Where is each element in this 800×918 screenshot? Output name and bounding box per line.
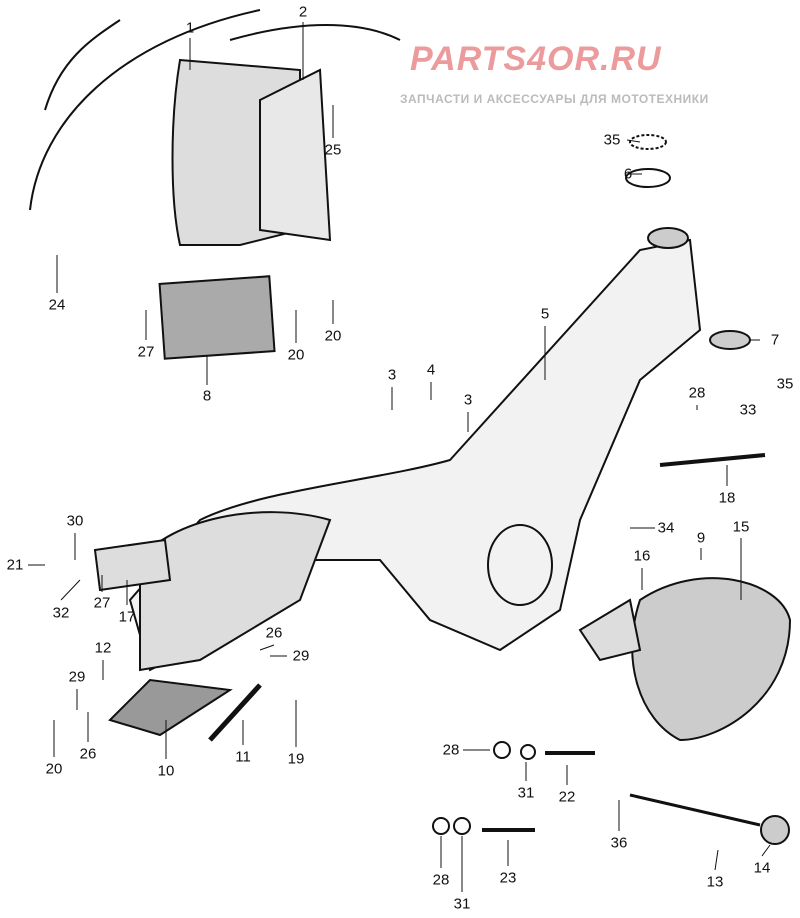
leader-lines [28,22,771,892]
washer-7 [709,330,751,350]
rear-fender [139,511,332,672]
washer-31b [453,817,471,835]
side-cover-2 [259,68,332,242]
part-label-25: 25 [324,141,342,159]
part-label-20: 20 [45,760,63,778]
step-plate-10 [108,678,233,737]
part-label-31: 31 [453,895,471,913]
part-label-2: 2 [298,3,308,21]
part-label-11: 11 [235,748,251,766]
bracket-16 [578,598,642,662]
part-label-5: 5 [540,305,550,323]
bracket-11 [208,683,262,742]
part-label-15: 15 [732,518,750,536]
part-label-24: 24 [48,296,66,314]
part-label-20: 20 [287,346,305,364]
part-label-3: 3 [463,391,473,409]
part-label-10: 10 [157,762,175,780]
side-cover-15 [631,577,792,742]
part-label-22: 22 [558,788,576,806]
part-label-28: 28 [432,871,450,889]
part-label-23: 23 [499,869,517,887]
part-label-19: 19 [287,750,305,768]
part-label-27: 27 [137,343,155,361]
part-label-27: 27 [93,594,111,612]
bearing-6 [625,168,671,188]
part-label-29: 29 [292,647,310,665]
bracket-17 [93,538,172,592]
part-label-29: 29 [68,668,86,686]
part-label-8: 8 [202,387,212,405]
part-label-16: 16 [633,547,651,565]
washer-31 [520,744,536,760]
part-label-12: 12 [94,639,112,657]
part-label-26: 26 [265,624,283,642]
part-label-3: 3 [387,366,397,384]
watermark-brand: PARTS4OR.RU [410,40,662,78]
part-label-30: 30 [66,512,84,530]
part-label-31: 31 [517,784,535,802]
part-label-20: 20 [324,327,342,345]
pad-8 [158,275,276,360]
part-label-6: 6 [623,165,633,183]
steering-head-race [647,227,689,249]
fuel-tank-outline [29,9,401,211]
nut-28 [493,741,511,759]
part-label-28: 28 [442,741,460,759]
knob-bolt-14 [629,793,761,827]
part-label-28: 28 [688,384,706,402]
part-label-14: 14 [753,859,771,877]
bolt-18 [659,453,766,467]
part-label-9: 9 [696,529,706,547]
nut-28b [432,817,450,835]
part-label-33: 33 [739,401,757,419]
part-label-35: 35 [776,375,794,393]
part-label-17: 17 [118,608,136,626]
part-label-26: 26 [79,745,97,763]
part-label-7: 7 [770,331,780,349]
balls-35 [629,134,667,150]
part-label-34: 34 [657,519,675,537]
watermark-tagline: ЗАПЧАСТИ И АКСЕССУАРЫ ДЛЯ МОТОТЕХНИКИ [400,92,709,106]
part-label-4: 4 [426,361,436,379]
part-label-13: 13 [706,873,724,891]
part-label-1: 1 [185,19,195,37]
part-label-18: 18 [718,489,736,507]
part-label-35: 35 [603,131,621,149]
part-label-21: 21 [6,556,24,574]
part-label-32: 32 [52,604,70,622]
engine-mount-hole [487,524,553,606]
part-label-36: 36 [610,834,628,852]
knob-14 [760,815,790,845]
